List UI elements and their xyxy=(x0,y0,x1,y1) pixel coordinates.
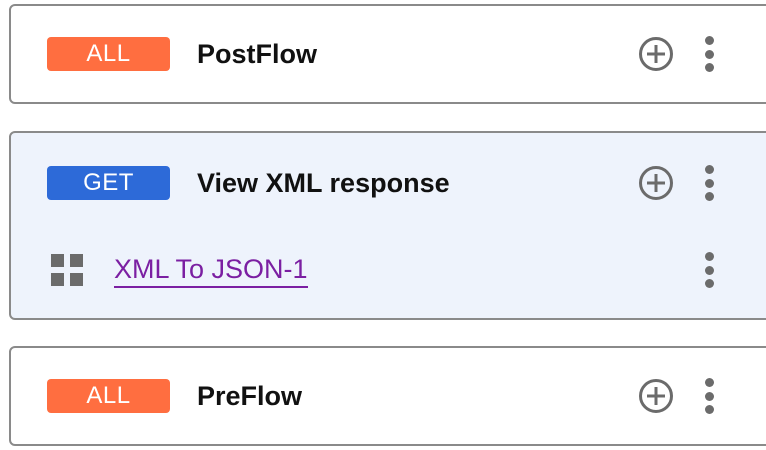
method-badge-all: ALL xyxy=(47,37,170,71)
method-badge-get: GET xyxy=(47,166,170,200)
add-step-icon[interactable] xyxy=(639,166,673,200)
method-badge-all: ALL xyxy=(47,379,170,413)
flow-card-postflow[interactable]: ALL PostFlow xyxy=(9,4,766,104)
add-step-icon[interactable] xyxy=(639,379,673,413)
add-step-icon[interactable] xyxy=(639,37,673,71)
more-vert-icon[interactable] xyxy=(701,36,717,72)
more-vert-icon[interactable] xyxy=(701,378,717,414)
more-vert-icon[interactable] xyxy=(701,165,717,201)
flow-name: PreFlow xyxy=(197,380,303,411)
flow-card-view-xml-response[interactable]: GET View XML response XML To JSON-1 xyxy=(9,131,766,320)
flow-name: PostFlow xyxy=(197,38,317,69)
policy-grid-icon xyxy=(51,254,83,286)
flow-card-preflow[interactable]: ALL PreFlow xyxy=(9,346,766,446)
flow-name: View XML response xyxy=(197,167,450,198)
policy-link-xml-to-json[interactable]: XML To JSON-1 xyxy=(114,252,308,288)
more-vert-icon[interactable] xyxy=(701,252,717,288)
